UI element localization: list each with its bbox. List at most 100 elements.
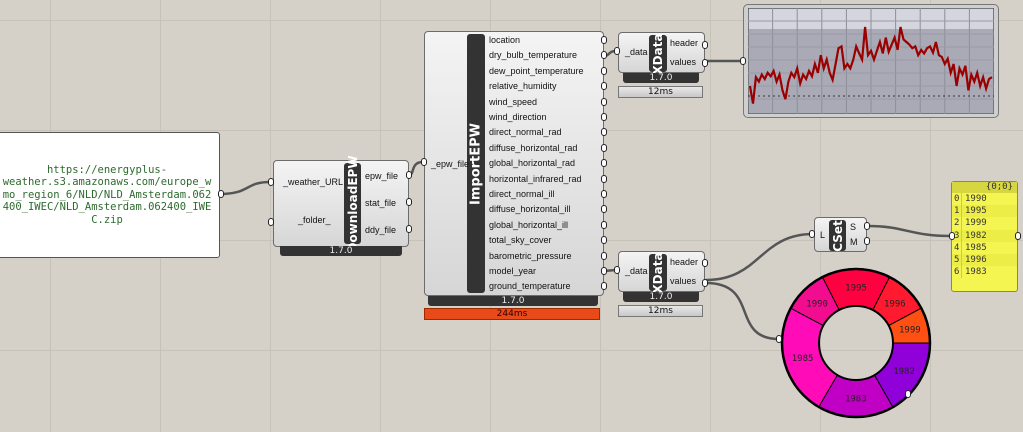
- output-set[interactable]: S: [850, 222, 857, 232]
- port-grip[interactable]: [601, 36, 607, 44]
- port-grip[interactable]: [601, 251, 607, 260]
- output-wind-direction[interactable]: wind_direction: [489, 112, 547, 122]
- url-panel[interactable]: https://energyplus- weather.s3.amazonaws…: [0, 132, 220, 258]
- version-bar: 1.7.0: [623, 73, 699, 83]
- port-grip[interactable]: [218, 190, 224, 198]
- port-grip[interactable]: [601, 143, 607, 152]
- port-grip[interactable]: [601, 82, 607, 91]
- import-epw-component[interactable]: ImportEPW _epw_file location dry_bulb_tem…: [424, 31, 604, 296]
- port-grip[interactable]: [601, 205, 607, 214]
- output-global-horizontal-ill[interactable]: global_horizontal_ill: [489, 219, 569, 230]
- item-value: 1999: [965, 218, 987, 229]
- port-grip[interactable]: [1015, 232, 1021, 240]
- output-values[interactable]: values: [670, 276, 697, 286]
- item-index: 3: [952, 229, 962, 242]
- port-grip[interactable]: [702, 59, 708, 67]
- output-direct-normal-rad[interactable]: direct_normal_rad: [489, 127, 562, 138]
- output-diffuse-horizontal-ill[interactable]: diffuse_horizontal_ill: [489, 204, 571, 215]
- port-grip[interactable]: [601, 51, 607, 60]
- input-folder[interactable]: _folder_: [298, 215, 331, 225]
- output-wind-speed[interactable]: wind_speed: [489, 96, 538, 107]
- port-grip[interactable]: [614, 47, 620, 55]
- item-value: 1983: [965, 267, 987, 278]
- port-grip[interactable]: [601, 128, 607, 137]
- port-grip[interactable]: [268, 178, 274, 186]
- output-dew-point-temperature[interactable]: dew_point_temperature: [489, 65, 584, 76]
- version-bar: 1.7.0: [428, 296, 598, 306]
- port-grip[interactable]: [406, 171, 412, 179]
- runtime-bar: 12ms: [618, 305, 703, 317]
- port-grip[interactable]: [601, 267, 607, 275]
- version-bar: 1.7.0: [280, 246, 402, 256]
- output-global-horizontal-rad[interactable]: global_horizontal_rad: [489, 158, 576, 169]
- output-diffuse-horizontal-rad[interactable]: diffuse_horizontal_rad: [489, 142, 578, 153]
- quick-graph[interactable]: [743, 4, 999, 118]
- output-dry-bulb-temperature[interactable]: dry_bulb_temperature: [489, 50, 578, 61]
- item-index: 1: [952, 205, 962, 218]
- port-grip[interactable]: [864, 237, 870, 245]
- port-grip[interactable]: [601, 190, 607, 198]
- output-values[interactable]: values: [670, 57, 697, 67]
- port-grip[interactable]: [614, 266, 620, 274]
- input-data[interactable]: _data: [625, 47, 648, 57]
- input-epw-file[interactable]: _epw_file: [431, 159, 470, 169]
- output-ground-temperature[interactable]: ground_temperature: [489, 281, 571, 292]
- port-grip[interactable]: [776, 335, 782, 343]
- output-epw-file[interactable]: epw_file: [365, 171, 399, 181]
- item-index: 5: [952, 254, 962, 267]
- port-grip[interactable]: [740, 57, 746, 65]
- port-grip[interactable]: [949, 232, 955, 240]
- port-grip[interactable]: [406, 225, 412, 233]
- port-grip[interactable]: [601, 113, 607, 121]
- output-stat-file[interactable]: stat_file: [365, 198, 397, 208]
- output-map[interactable]: M: [850, 237, 858, 247]
- port-grip[interactable]: [421, 158, 427, 166]
- port-grip[interactable]: [809, 230, 815, 238]
- output-header[interactable]: header: [670, 38, 699, 48]
- output-ddy-file[interactable]: ddy_file: [365, 225, 397, 235]
- port-grip[interactable]: [601, 174, 607, 183]
- output-relative-humidity[interactable]: relative_humidity: [489, 81, 557, 92]
- panel-line: C.zip: [91, 213, 123, 226]
- port-grip[interactable]: [406, 198, 412, 206]
- input-data[interactable]: _data: [625, 266, 648, 276]
- component-title: ImportEPW: [467, 34, 485, 293]
- cset-component[interactable]: L CSet S M: [814, 217, 867, 252]
- output-model-year[interactable]: model_year: [489, 266, 537, 276]
- port-grip[interactable]: [601, 66, 607, 75]
- panel-line: https://energyplus-: [46, 163, 168, 176]
- donut-inner-outline: [818, 305, 894, 381]
- segment-label: 1996: [884, 299, 906, 309]
- port-grip[interactable]: [601, 282, 607, 291]
- item-index: 6: [952, 266, 962, 279]
- segment-label: 1990: [806, 299, 828, 309]
- port-grip[interactable]: [268, 218, 274, 226]
- item-value: 1982: [965, 230, 987, 241]
- graph-series-line: [748, 26, 993, 104]
- panel-line: mo_region_6/NLD/NLD_Amsterdam.062: [2, 188, 212, 201]
- port-grip[interactable]: [601, 97, 607, 106]
- component-title: XData: [649, 32, 667, 75]
- output-barometric-pressure[interactable]: barometric_pressure: [489, 250, 572, 261]
- output-horizontal-infrared-rad[interactable]: horizontal_infrared_rad: [489, 173, 582, 184]
- output-location[interactable]: location: [489, 35, 521, 45]
- output-header[interactable]: header: [670, 257, 699, 267]
- port-grip[interactable]: [905, 390, 911, 398]
- download-epw-component[interactable]: DownloadEPW _weather_URL _folder_ epw_fi…: [273, 155, 409, 252]
- input-list[interactable]: L: [820, 230, 826, 240]
- port-grip[interactable]: [702, 41, 708, 49]
- port-grip[interactable]: [601, 159, 607, 168]
- output-total-sky-cover[interactable]: total_sky_cover: [489, 235, 552, 246]
- port-grip[interactable]: [864, 222, 870, 230]
- port-grip[interactable]: [601, 236, 607, 245]
- port-grip[interactable]: [702, 279, 708, 287]
- port-grip[interactable]: [601, 220, 607, 229]
- input-weather-url[interactable]: _weather_URL: [283, 177, 344, 187]
- xdata-top-component[interactable]: _data XData header values: [618, 32, 705, 75]
- output-direct-normal-ill[interactable]: direct_normal_ill: [489, 189, 555, 199]
- xdata-bottom-component[interactable]: _data XData header values: [618, 251, 705, 293]
- port-grip[interactable]: [702, 259, 708, 267]
